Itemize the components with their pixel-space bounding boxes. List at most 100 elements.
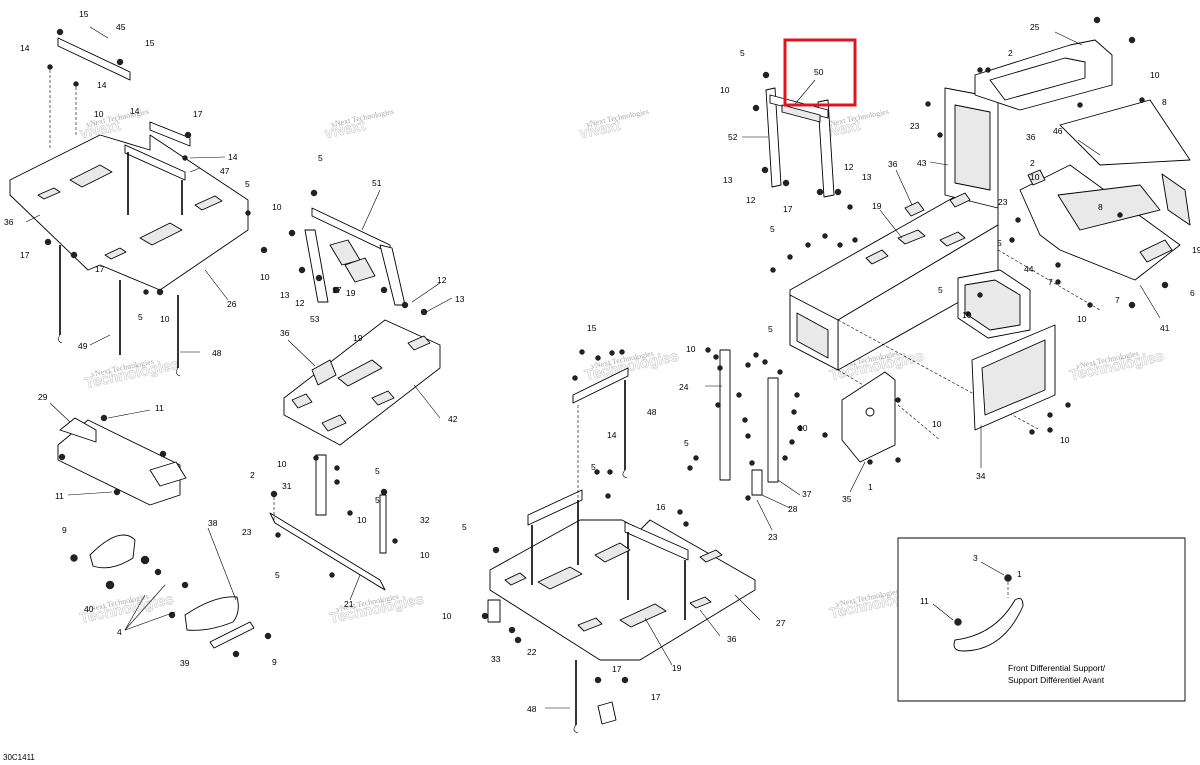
ref-label: 46 <box>1053 126 1063 136</box>
ref-label: 14 <box>20 43 30 53</box>
ref-label: 37 <box>802 489 812 499</box>
ref-label: 5 <box>375 495 380 505</box>
tray-26 <box>9 134 249 291</box>
ref-label: 5 <box>275 570 280 580</box>
assembly-bracket-51 <box>288 189 453 316</box>
ref-label: 15 <box>587 323 597 333</box>
bracket-33 <box>487 599 501 623</box>
ref-label: 51 <box>372 178 382 188</box>
pad-icon <box>37 187 61 200</box>
pad-icon <box>407 335 431 351</box>
reference-labels: 15 45 14 15 14 14 10 17 14 47 5 36 17 17… <box>4 9 1200 714</box>
ref-label: 29 <box>38 392 48 402</box>
strap-icon <box>379 244 406 306</box>
bolt-icon <box>56 28 64 36</box>
pad-19 <box>337 359 383 387</box>
ref-label: 44 <box>1024 264 1034 274</box>
ref-label: 19 <box>1192 245 1200 255</box>
ref-label: 36 <box>888 159 898 169</box>
ref-label: 31 <box>282 481 292 491</box>
ref-label: 5 <box>740 48 745 58</box>
ref-label: 8 <box>1098 202 1103 212</box>
ref-label: 39 <box>180 658 190 668</box>
ref-label: 10 <box>1030 172 1040 182</box>
ref-label: 1 <box>868 482 873 492</box>
ref-label: 10 <box>160 314 170 324</box>
inset-label: 3 <box>973 553 978 563</box>
ref-label: 10 <box>798 423 808 433</box>
strap-32 <box>379 494 387 554</box>
ref-label: 27 <box>776 618 786 628</box>
ref-label: 36 <box>1026 132 1036 142</box>
cutout-icon <box>981 339 1046 416</box>
bracket-icon <box>989 57 1086 101</box>
ref-label: 17 <box>20 250 30 260</box>
bracket-52 <box>765 87 782 188</box>
ref-label: 36 <box>4 217 14 227</box>
pad-36 <box>904 201 925 217</box>
bolt-icon <box>1004 574 1012 582</box>
bracket-24 <box>719 349 731 481</box>
ref-label: 4 <box>117 627 122 637</box>
bolt-icon <box>47 64 53 70</box>
ref-label: 38 <box>208 518 218 528</box>
ref-label: 14 <box>97 80 107 90</box>
ref-label: 13 <box>723 175 733 185</box>
bracket-icon <box>527 489 583 526</box>
ref-label: 15 <box>145 38 155 48</box>
bracket-icon <box>184 596 239 631</box>
pad-icon <box>139 222 183 246</box>
tray-27 <box>489 519 756 661</box>
ref-label: 10 <box>720 85 730 95</box>
assembly-tray-42 <box>283 319 441 446</box>
ref-label: 52 <box>728 132 738 142</box>
assembly-tray-27 <box>481 349 761 734</box>
ref-label: 13 <box>862 172 872 182</box>
pad-icon <box>537 566 583 590</box>
ref-label: 17 <box>783 204 793 214</box>
ref-label: 10 <box>272 202 282 212</box>
ref-label: 5 <box>462 522 467 532</box>
ref-label: 10 <box>357 515 367 525</box>
ref-label: 23 <box>768 532 778 542</box>
pad-36 <box>1027 169 1046 186</box>
rail-21 <box>269 512 386 591</box>
pad-icon <box>504 572 527 586</box>
ref-label: 5 <box>997 238 1002 248</box>
ref-label: 10 <box>277 459 287 469</box>
ref-label: 8 <box>1162 97 1167 107</box>
ref-label: 10 <box>420 550 430 560</box>
pad-icon <box>194 195 223 211</box>
ref-label: 5 <box>318 153 323 163</box>
ref-label: 42 <box>448 414 458 424</box>
ref-label: 5 <box>138 312 143 322</box>
ref-label: 40 <box>84 604 94 614</box>
assembly-bracket-24 <box>687 347 803 531</box>
ref-label: 41 <box>1160 323 1170 333</box>
ref-label: 17 <box>95 264 105 274</box>
ref-label: 13 <box>455 294 465 304</box>
ref-label: 22 <box>527 647 537 657</box>
inset-label: 11 <box>920 596 929 606</box>
bolt-icon <box>310 189 318 197</box>
ref-label: 23 <box>242 527 252 537</box>
highlight-box <box>783 38 857 107</box>
ref-label: 49 <box>78 341 88 351</box>
ref-label: 5 <box>245 179 250 189</box>
ref-label: 48 <box>527 704 537 714</box>
ref-label: 24 <box>679 382 689 392</box>
cutout-icon <box>964 279 1021 331</box>
pad-icon <box>371 390 395 406</box>
bracket-37 <box>767 377 779 483</box>
ref-label: 36 <box>727 634 737 644</box>
ref-label: 12 <box>746 195 756 205</box>
bar-45 <box>57 37 131 81</box>
assembly-bracket-29 <box>49 402 187 506</box>
bolt-icon <box>954 618 962 626</box>
ref-label: 17 <box>612 664 622 674</box>
pad-36 <box>311 359 337 386</box>
ref-label: 19 <box>353 333 363 343</box>
ref-label: 10 <box>442 611 452 621</box>
strap-53 <box>304 229 329 303</box>
ref-label: 10 <box>260 272 270 282</box>
